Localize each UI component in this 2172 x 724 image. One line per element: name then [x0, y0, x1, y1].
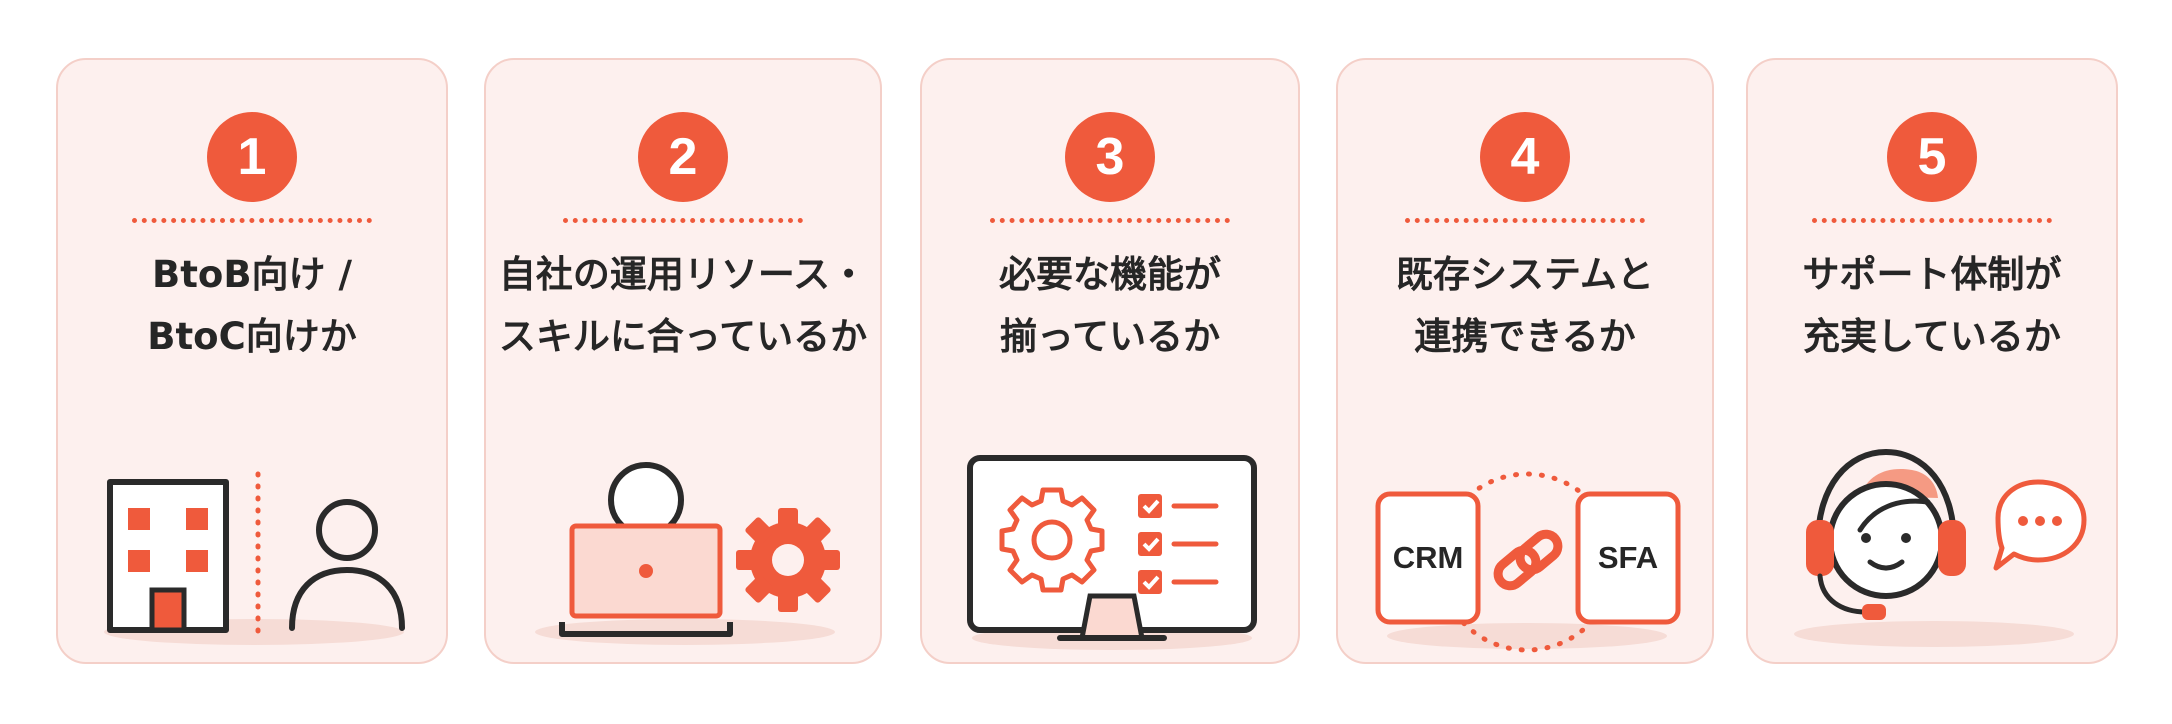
card-title: サポート体制が 充実しているか: [1802, 253, 2062, 358]
headset-support-icon: [1794, 448, 2087, 647]
card-5: 5 サポート体制が 充実しているか: [1746, 58, 2118, 664]
step-number-badge: 2: [638, 112, 728, 202]
step-number-badge: 5: [1887, 112, 1977, 202]
dotted-divider: [1405, 218, 1645, 223]
dotted-divider: [563, 218, 803, 223]
card-title: BtoB向け / BtoC向けか: [147, 253, 357, 358]
card-3: 3 必要な機能が 揃っているか: [920, 58, 1300, 664]
building-and-person-icon: [104, 471, 405, 645]
card-title: 必要な機能が 揃っているか: [999, 253, 1221, 358]
dotted-divider: [1812, 218, 2052, 223]
crm-label: CRM: [1392, 540, 1464, 575]
person-laptop-gear-icon: [535, 462, 840, 645]
dotted-divider: [990, 218, 1230, 223]
step-number-badge: 1: [207, 112, 297, 202]
card-4: 4 既存システムと 連携できるか CRM SFA: [1336, 58, 1714, 664]
monitor-gear-checklist-icon: [967, 455, 1257, 650]
card-1: 1 BtoB向け / BtoC向けか: [56, 58, 448, 664]
crm-sfa-link-icon: [1375, 471, 1681, 653]
dotted-divider: [132, 218, 372, 223]
step-number-badge: 4: [1480, 112, 1570, 202]
card-2: 2 自社の運用リソース・ スキルに合っているか: [484, 58, 882, 664]
card-title: 自社の運用リソース・ スキルに合っているか: [498, 253, 868, 358]
step-number-badge: 3: [1065, 112, 1155, 202]
sfa-label: SFA: [1597, 540, 1659, 575]
card-title: 既存システムと 連携できるか: [1396, 253, 1654, 358]
